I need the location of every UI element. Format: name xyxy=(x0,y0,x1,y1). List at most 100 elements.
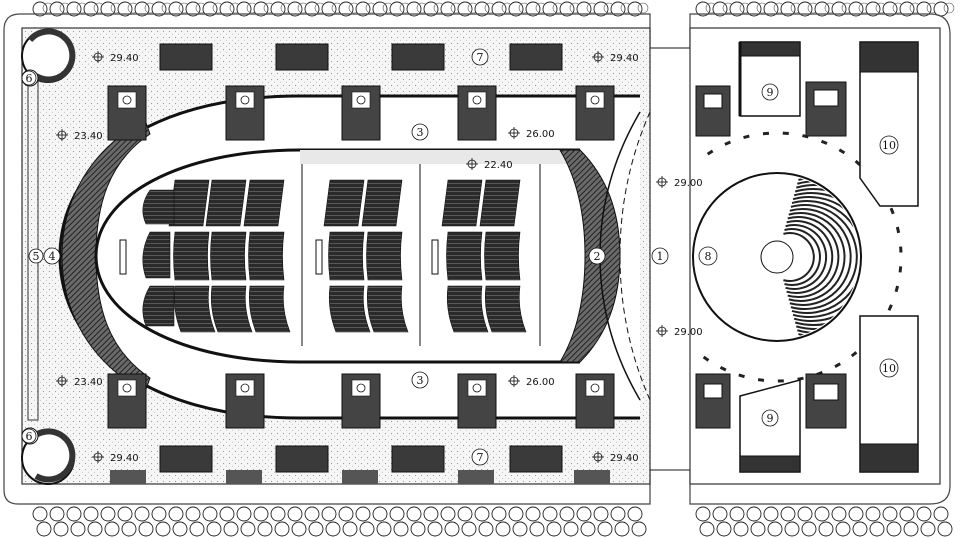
seat-block xyxy=(328,231,365,281)
ring-post xyxy=(899,246,903,253)
tree xyxy=(151,506,167,522)
tree xyxy=(257,521,273,537)
tree xyxy=(563,521,579,537)
tree xyxy=(733,521,749,537)
zone-room-bottom: 9 xyxy=(767,412,774,425)
dome-seat-row xyxy=(787,216,840,298)
ring-post xyxy=(706,149,714,156)
seat-block xyxy=(210,231,247,281)
tree xyxy=(457,506,473,522)
tree-row-bottom xyxy=(32,506,953,537)
tree xyxy=(359,521,375,537)
ring-post xyxy=(898,266,903,273)
level-lobby-top: 29.00 xyxy=(674,178,703,189)
pier-ring xyxy=(590,383,600,393)
dome-seat-row xyxy=(790,204,858,310)
tree xyxy=(32,506,48,522)
pier xyxy=(457,373,497,429)
tree xyxy=(508,506,524,522)
zone-corridor-bottom: 3 xyxy=(417,374,424,387)
pier xyxy=(107,373,147,429)
tree xyxy=(797,506,813,522)
tree xyxy=(512,521,528,537)
seat-block xyxy=(361,179,403,227)
zone-stage: 2 xyxy=(594,250,601,263)
tree xyxy=(138,521,154,537)
seat-block xyxy=(366,231,403,281)
hall-floor-band xyxy=(300,150,580,164)
wing-stairs xyxy=(695,81,847,429)
pier-ring xyxy=(590,95,600,105)
tree xyxy=(49,506,65,522)
dome-seat-row xyxy=(788,212,846,302)
seat-block xyxy=(210,285,253,333)
pier-core xyxy=(467,379,487,397)
seat-block xyxy=(173,285,216,333)
tree xyxy=(597,521,613,537)
tree xyxy=(304,506,320,522)
pier-core xyxy=(235,91,255,109)
zone-corridor-top: 3 xyxy=(417,126,424,139)
zone-lobby: 1 xyxy=(657,250,664,263)
pier-ring xyxy=(122,383,132,393)
tree xyxy=(491,506,507,522)
ring-post xyxy=(757,378,765,382)
zone-wing-bottom: 10 xyxy=(882,362,896,375)
tree xyxy=(767,521,783,537)
tree xyxy=(814,506,830,522)
pier-ring xyxy=(472,383,482,393)
tree xyxy=(593,506,609,522)
tree xyxy=(848,506,864,522)
tree xyxy=(546,521,562,537)
ring-post xyxy=(820,139,828,145)
seat-block xyxy=(323,179,365,227)
tree xyxy=(627,506,643,522)
pier-ring xyxy=(356,95,366,105)
seat-block xyxy=(248,231,285,281)
pier xyxy=(341,373,381,429)
ring-post xyxy=(895,226,901,234)
dome-seat-row xyxy=(793,192,859,322)
pier-core xyxy=(117,91,137,109)
dome-seat-row xyxy=(783,232,815,282)
seat-block xyxy=(328,285,371,333)
dome-seat-row xyxy=(789,208,852,306)
tree xyxy=(36,521,52,537)
hall-wall xyxy=(94,148,580,364)
seat-block xyxy=(142,189,175,225)
ring-post xyxy=(702,355,710,362)
pier-core xyxy=(585,91,605,109)
tree xyxy=(699,521,715,537)
pier-core xyxy=(585,379,605,397)
tree xyxy=(389,506,405,522)
seat-block xyxy=(142,285,175,327)
tree xyxy=(695,506,711,522)
stage-dashed-edge xyxy=(619,111,651,401)
tree xyxy=(189,521,205,537)
ring-post xyxy=(719,366,727,372)
tree xyxy=(614,521,630,537)
ring-post xyxy=(724,140,732,146)
zone-tags xyxy=(21,48,899,466)
pier xyxy=(225,373,265,429)
ring-post xyxy=(738,373,745,379)
tree xyxy=(406,506,422,522)
seat-block xyxy=(142,231,171,279)
seat-block xyxy=(484,285,527,333)
tree xyxy=(801,521,817,537)
seat-block xyxy=(366,285,409,333)
level-bottom-right: 29.40 xyxy=(610,453,639,464)
tree xyxy=(865,506,881,522)
tree xyxy=(53,521,69,537)
tree xyxy=(427,521,443,537)
pier xyxy=(457,85,497,141)
level-lower-left: 23.40 xyxy=(74,377,103,388)
zone-small-hall: 8 xyxy=(705,250,712,263)
tree xyxy=(355,506,371,522)
tree-detail xyxy=(943,2,955,14)
tree xyxy=(529,521,545,537)
tree xyxy=(818,521,834,537)
pier-core xyxy=(235,379,255,397)
tree xyxy=(308,521,324,537)
zone-terrace-bottom: 7 xyxy=(477,451,484,464)
